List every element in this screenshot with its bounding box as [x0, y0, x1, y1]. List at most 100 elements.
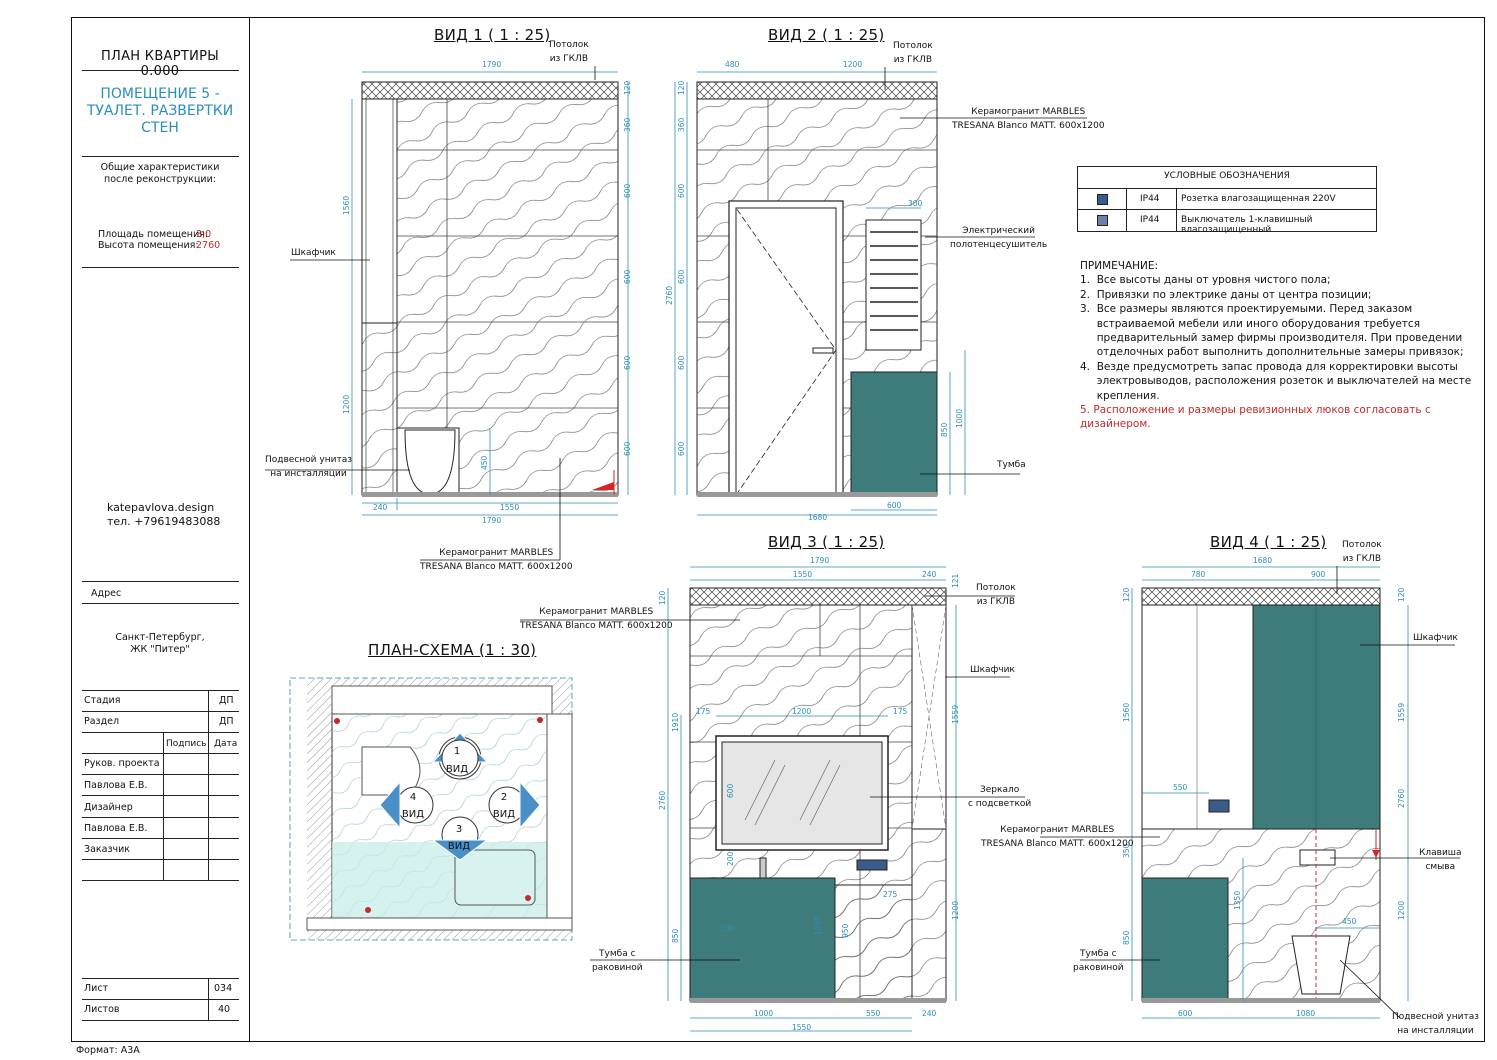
dim-text: 1550 [500, 503, 519, 512]
svg-text:550: 550 [1173, 783, 1188, 792]
svg-text:1000: 1000 [955, 409, 964, 428]
svg-text:300: 300 [908, 199, 923, 208]
designer-phone: тел. +79619483088 [107, 515, 221, 528]
svg-text:1680: 1680 [808, 513, 827, 522]
divider [82, 70, 239, 71]
section-value: ДП [219, 716, 234, 727]
table-line [163, 732, 164, 880]
plan-marker-1-label: ВИД [446, 764, 468, 775]
dim-text: 1790 [482, 516, 501, 525]
svg-text:1050: 1050 [813, 916, 822, 935]
view2-drawing: 480 1200 1680 600 300 120 360 600 600 60… [665, 60, 1087, 522]
note-line: 2. Привязки по электрике даны от центра … [1080, 288, 1372, 301]
svg-text:2760: 2760 [665, 286, 674, 305]
dim-text: 360 [623, 117, 632, 132]
divider [82, 267, 239, 268]
format-label: Формат: А3А [76, 1045, 140, 1056]
table-line [82, 838, 239, 839]
view3-drawing: 1790 1550 240 175 1200 175 275 500 1000 … [520, 556, 1025, 1032]
svg-text:1559: 1559 [1397, 703, 1406, 722]
legend-row: IP44 Розетка влагозащищенная 220V [1078, 188, 1376, 210]
svg-text:600: 600 [1178, 1009, 1193, 1018]
view1-title: ВИД 1 ( 1 : 25) [434, 26, 551, 44]
svg-text:950: 950 [841, 923, 850, 938]
svg-text:2760: 2760 [1397, 789, 1406, 808]
sheets-value: 40 [218, 1004, 231, 1015]
note-red-line: 5. Расположение и размеры ревизионных лю… [1080, 404, 1431, 431]
table-line [82, 711, 239, 712]
plan-marker-2-label: ВИД [493, 809, 515, 820]
svg-text:120: 120 [658, 590, 667, 605]
plan-marker-4-num: 4 [410, 792, 416, 803]
legend-title: УСЛОВНЫЕ ОБОЗНАЧЕНИЯ [1164, 171, 1290, 181]
table-line [208, 732, 209, 880]
table-line [208, 978, 209, 1020]
dim-text: 450 [480, 455, 489, 470]
sheet-label: Лист [84, 983, 109, 994]
client-label: Заказчик [84, 844, 131, 855]
legend-code: IP44 [1140, 194, 1160, 204]
plan-title-scheme: ПЛАН-СХЕМА (1 : 30) [368, 641, 537, 659]
dim-text: 600 [623, 355, 632, 370]
divider [82, 603, 239, 604]
plan-marker-3-label: ВИД [448, 841, 470, 852]
dim-text: 600 [623, 441, 632, 456]
table-line [82, 817, 239, 818]
manager-label: Руков. проекта [84, 758, 160, 769]
divider [82, 156, 239, 157]
notes-block: ПРИМЕЧАНИЕ: 1. Все высоты даны от уровня… [1080, 259, 1480, 432]
view3-title: ВИД 3 ( 1 : 25) [768, 533, 885, 551]
switch-icon [1097, 215, 1108, 226]
view4-drawing: 780 1680 900 550 450 600 1080 120 1560 3… [1040, 556, 1460, 1019]
legend-table: УСЛОВНЫЕ ОБОЗНАЧЕНИЯ IP44 Розетка влагоз… [1077, 166, 1377, 235]
address-label: Адрес [91, 588, 122, 599]
sheets-label: Листов [84, 1004, 120, 1015]
svg-text:1680: 1680 [1253, 556, 1272, 565]
table-line [82, 859, 239, 860]
table-line [82, 795, 239, 796]
dim-text: 1790 [482, 60, 501, 69]
table-line [82, 978, 239, 979]
table-line [82, 999, 239, 1000]
note-line: отделочных работ выполнить дополнительны… [1080, 346, 1464, 359]
svg-text:480: 480 [725, 60, 740, 69]
legend-divider [1176, 188, 1177, 231]
dim-text: 240 [373, 503, 388, 512]
svg-text:1550: 1550 [792, 1023, 811, 1032]
note-line: 1. Все высоты даны от уровня чистого пол… [1080, 274, 1331, 287]
height-value: 2760 [196, 240, 221, 251]
svg-text:1200: 1200 [1397, 901, 1406, 920]
table-line [82, 1020, 239, 1021]
table-line [82, 732, 239, 733]
note-line: предварительный замер фирмы производител… [1080, 332, 1463, 345]
sheet-value: 034 [214, 983, 233, 994]
svg-text:1550: 1550 [793, 570, 812, 579]
svg-text:175: 175 [893, 707, 908, 716]
v2-vanity-label: Тумба [997, 460, 1026, 470]
svg-text:1790: 1790 [810, 556, 829, 565]
plan-marker-4-label: ВИД [402, 809, 424, 820]
v4-cabinet-label: Шкафчик [1413, 633, 1458, 643]
svg-text:275: 275 [883, 890, 898, 899]
legend-row: IP44 Выключатель 1-клавишный влагозащище… [1078, 209, 1376, 235]
dim-text: 120 [623, 80, 632, 95]
svg-text:850: 850 [671, 928, 680, 943]
note-line: встраиваемой мебели или иного оборудован… [1080, 317, 1421, 330]
address-value: Санкт-Петербург, ЖК "Питер" [115, 632, 205, 655]
svg-text:500: 500 [720, 924, 735, 933]
legend-divider [1126, 188, 1127, 231]
dim-text: 1560 [342, 196, 351, 215]
svg-text:850: 850 [1122, 930, 1131, 945]
svg-text:600: 600 [726, 783, 735, 798]
height-label: Высота помещения: [98, 240, 199, 251]
plan-marker-2-num: 2 [501, 792, 507, 803]
